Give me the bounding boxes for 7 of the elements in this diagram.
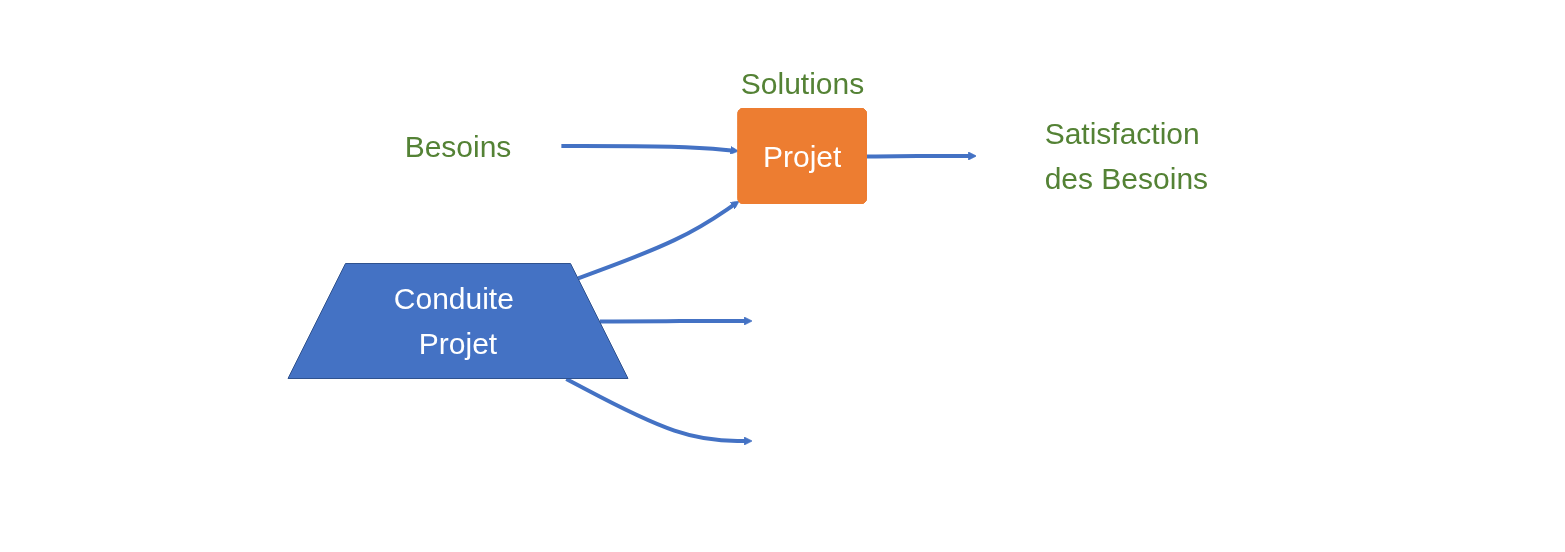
arrow [565,377,753,446]
node-text: Besoins [404,129,512,163]
arrow [577,200,740,281]
node-caption: Solutions [740,66,865,101]
node-text: Satisfaction des Besoins [1044,117,1209,195]
arrow [561,144,740,155]
arrow [600,316,753,326]
